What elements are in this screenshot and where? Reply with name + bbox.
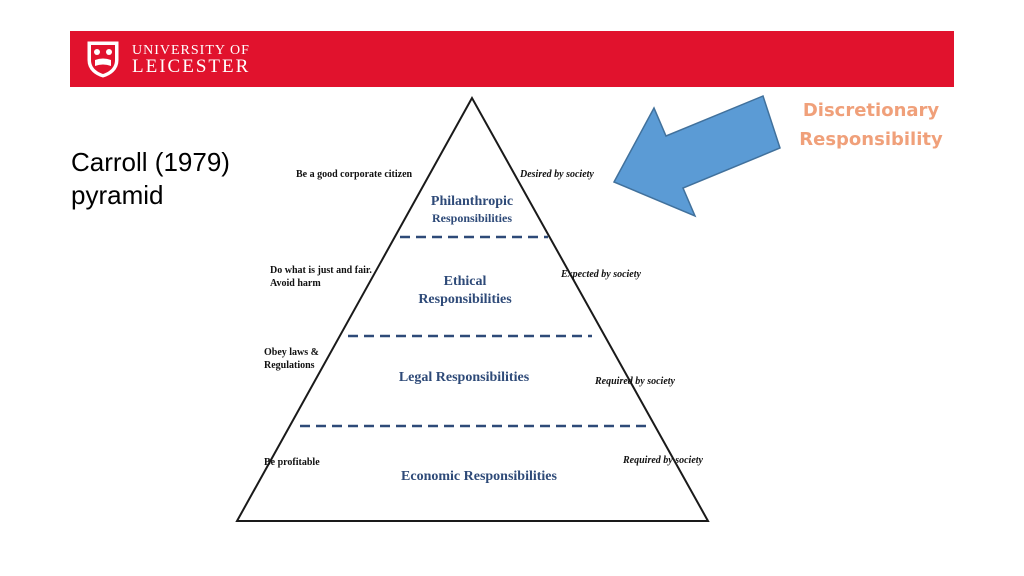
logo-line1: UNIVERSITY OF <box>132 43 250 58</box>
right-note-economic: Required by society <box>622 455 704 466</box>
university-logo: UNIVERSITY OF LEICESTER <box>86 39 250 79</box>
header-bar: UNIVERSITY OF LEICESTER <box>70 31 954 87</box>
shield-crest-icon <box>87 41 119 78</box>
slide-title-line2: pyramid <box>71 180 164 210</box>
right-note-ethical: Expected by society <box>560 269 642 280</box>
right-note-legal: Required by society <box>594 376 676 387</box>
level-name-ethical-2: Responsibilities <box>418 292 512 307</box>
level-name-economic: Economic Responsibilities <box>401 469 558 484</box>
level-name-ethical-1: Ethical <box>444 274 487 289</box>
callout-line2: Responsibility <box>799 129 943 150</box>
level-name-philanthropic-1: Philanthropic <box>431 194 513 209</box>
left-note-ethical-2: Avoid harm <box>270 278 321 289</box>
left-note-economic: Be profitable <box>264 457 320 468</box>
logo-line2: LEICESTER <box>132 56 251 77</box>
left-note-legal-1: Obey laws & <box>264 347 319 358</box>
left-note-philanthropic: Be a good corporate citizen <box>296 169 413 180</box>
left-note-ethical-1: Do what is just and fair. <box>270 265 372 276</box>
callout-arrow <box>612 94 781 218</box>
slide-title-line1: Carroll (1979) <box>71 147 230 177</box>
right-note-philanthropic: Desired by society <box>519 169 594 180</box>
slide-title: Carroll (1979) pyramid <box>71 146 230 212</box>
level-name-legal: Legal Responsibilities <box>399 370 530 385</box>
pyramid-diagram: Philanthropic Responsibilities Be a good… <box>235 95 710 522</box>
callout-line1: Discretionary <box>802 100 940 121</box>
left-note-legal-2: Regulations <box>264 360 315 371</box>
pyramid-outline <box>235 95 710 522</box>
discretionary-callout: Discretionary Responsibility <box>796 96 946 154</box>
level-name-philanthropic-2: Responsibilities <box>432 211 512 225</box>
arrow-icon <box>612 94 781 218</box>
